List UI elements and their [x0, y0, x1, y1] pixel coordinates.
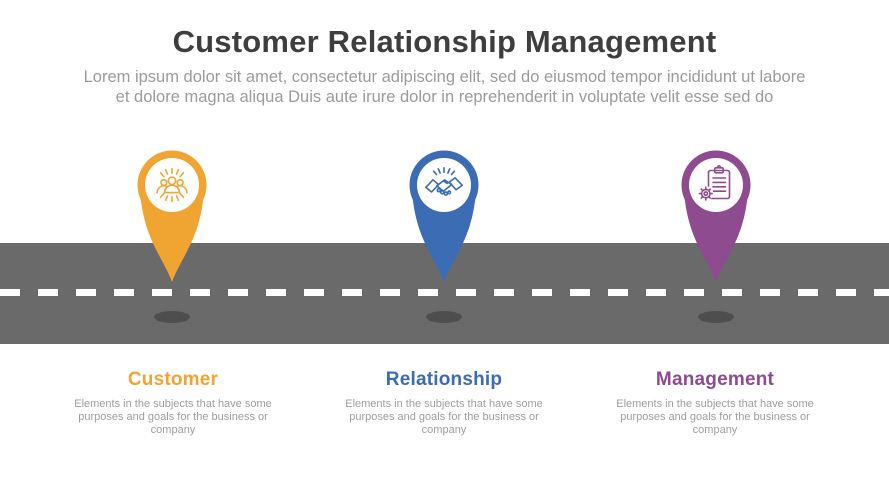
subtitle-line-2: et dolore magna aliqua Duis aute irure d… — [115, 87, 774, 106]
page-title: Customer Relationship Management — [172, 24, 717, 59]
section-relationship-label: Relationship — [385, 369, 503, 390]
section-management: Management Elements in the subjects that… — [580, 369, 850, 436]
map-pin-shape — [137, 150, 207, 282]
map-pin-relationship — [409, 150, 479, 283]
handshake-icon — [425, 167, 463, 196]
section-management-label: Management — [655, 369, 775, 390]
pin-shadow-management — [698, 311, 734, 323]
section-relationship-description: Elements in the subjects that have some … — [345, 398, 543, 436]
map-pin-shape — [681, 150, 751, 282]
subtitle-line-1: Lorem ipsum dolor sit amet, consectetur … — [83, 68, 806, 86]
map-pin-customer — [137, 150, 207, 283]
road-dash-line — [0, 289, 889, 296]
section-customer-description: Elements in the subjects that have some … — [74, 398, 272, 436]
map-pin-shape — [409, 150, 479, 282]
pin-shadow-customer — [154, 311, 190, 323]
section-management-description: Elements in the subjects that have some … — [616, 398, 814, 436]
clipboard-gear-icon — [698, 165, 731, 201]
section-customer: Customer Elements in the subjects that h… — [38, 369, 308, 436]
people-group-icon — [156, 167, 188, 203]
section-customer-label: Customer — [127, 369, 219, 390]
page-subtitle: Lorem ipsum dolor sit amet, consectetur … — [0, 68, 889, 107]
pin-shadow-relationship — [426, 311, 462, 323]
map-pin-management — [681, 150, 751, 283]
section-relationship: Relationship Elements in the subjects th… — [309, 369, 579, 436]
